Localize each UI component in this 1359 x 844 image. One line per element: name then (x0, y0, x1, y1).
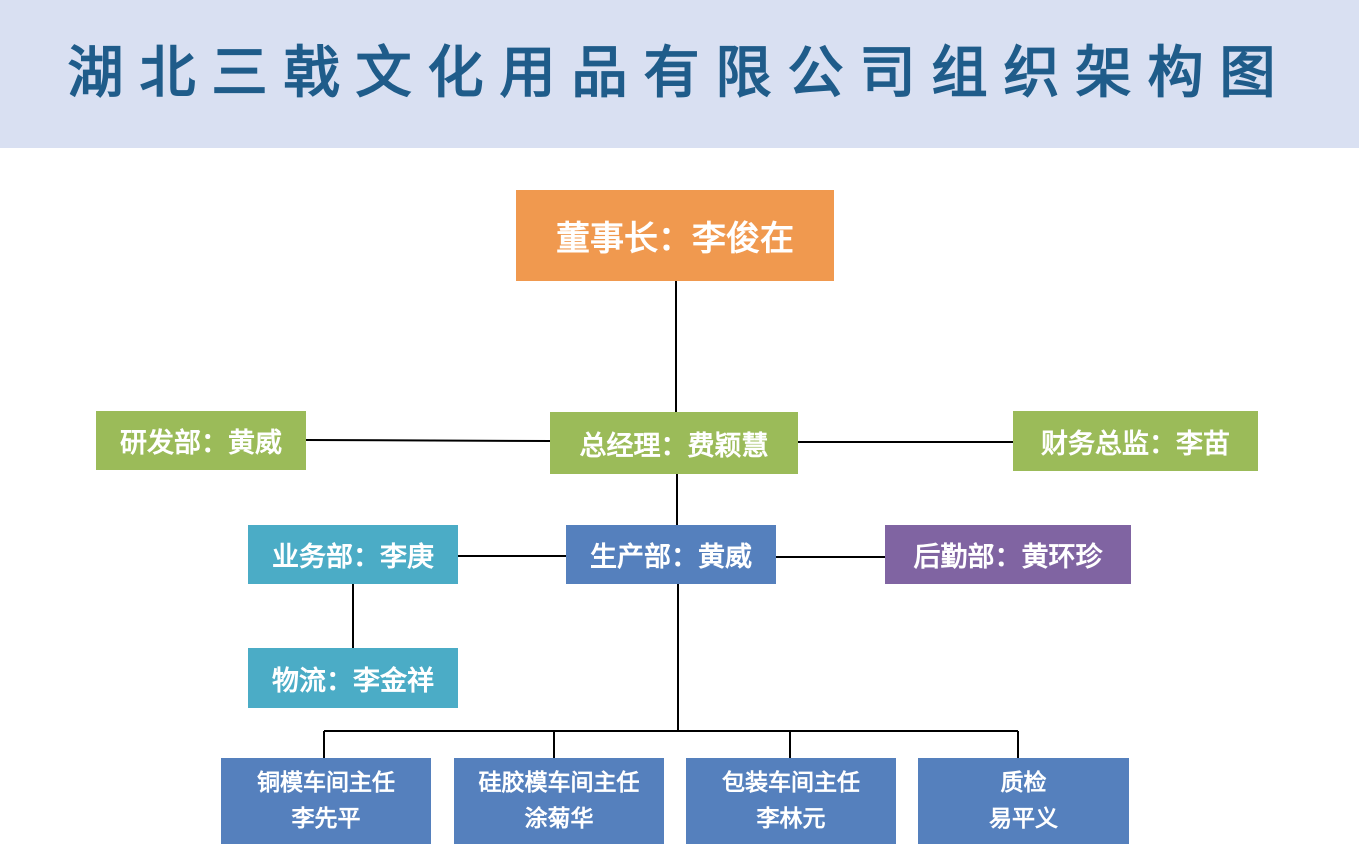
node-logistics-label: 物流：李金祥 (272, 665, 434, 697)
node-silicone-mold: 硅胶模车间主任 涂菊华 (454, 758, 664, 844)
page-title: 湖北三戟文化用品有限公司组织架构图 (67, 41, 1292, 106)
node-chairman-label: 董事长：李俊在 (556, 219, 794, 259)
node-rd: 研发部：黄威 (96, 411, 306, 470)
node-qc-role: 质检 (1000, 770, 1047, 796)
node-production: 生产部：黄威 (566, 525, 776, 584)
node-gm: 总经理：费颖慧 (550, 412, 798, 474)
node-support: 后勤部：黄环珍 (885, 525, 1131, 584)
node-packaging-role: 包装车间主任 (722, 770, 860, 796)
node-support-label: 后勤部：黄环珍 (913, 542, 1103, 573)
node-packaging-name: 李林元 (756, 806, 826, 832)
node-business-label: 业务部：李庚 (272, 542, 434, 573)
node-copper-mold: 铜模车间主任 李先平 (221, 758, 431, 844)
title-banner: 湖北三戟文化用品有限公司组织架构图 (0, 0, 1359, 148)
node-silicone-mold-role: 硅胶模车间主任 (478, 770, 640, 796)
line-rd-gm (305, 439, 551, 442)
node-copper-mold-role: 铜模车间主任 (257, 770, 395, 796)
node-chairman: 董事长：李俊在 (516, 190, 834, 281)
node-gm-label: 总经理：费颖慧 (579, 430, 769, 462)
node-qc-name: 易平义 (989, 806, 1058, 832)
node-packaging: 包装车间主任 李林元 (686, 758, 896, 844)
node-finance: 财务总监：李苗 (1013, 411, 1258, 471)
node-copper-mold-name: 李先平 (291, 806, 361, 832)
node-qc: 质检 易平义 (918, 758, 1129, 844)
node-rd-label: 研发部：黄威 (120, 428, 282, 459)
node-business: 业务部：李庚 (248, 525, 458, 584)
node-finance-label: 财务总监：李苗 (1041, 428, 1230, 460)
node-logistics: 物流：李金祥 (248, 648, 458, 708)
node-silicone-mold-name: 涂菊华 (524, 806, 594, 832)
node-production-label: 生产部：黄威 (590, 542, 752, 573)
